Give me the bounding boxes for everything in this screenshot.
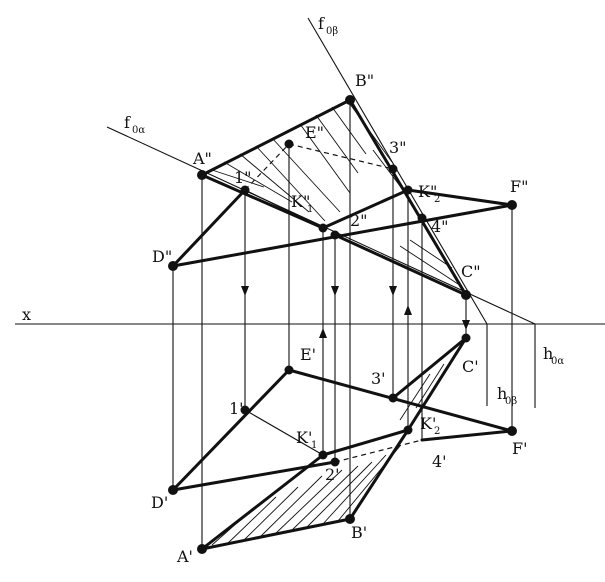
- label-2-2: 2": [350, 211, 368, 230]
- label-B2: B": [355, 71, 374, 90]
- triangle-def-horizontal: [171, 368, 514, 492]
- intersection-horizontal: [244, 409, 410, 457]
- triangle-abc-frontal: [200, 98, 468, 297]
- link-arrows: [241, 286, 470, 338]
- label-F1: F': [512, 439, 528, 458]
- label-A1: A': [176, 547, 193, 566]
- label-2-1: 2': [325, 465, 340, 484]
- label-1-2: 1": [234, 168, 252, 187]
- label-4-1: 4': [432, 452, 447, 471]
- label-h-beta: h: [497, 384, 507, 403]
- label-h-alpha-sub: 0α: [551, 356, 564, 367]
- label-A2: A": [192, 149, 212, 168]
- label-h-beta-sub: 0β: [505, 396, 517, 407]
- label-3-1: 3': [371, 369, 386, 388]
- labels: x f 0β f 0α h 0α h 0β B" E" A" 1" 3" K" …: [22, 14, 564, 566]
- label-K2-2-sub: 2: [434, 194, 440, 205]
- trace-f-beta: [307, 17, 488, 325]
- label-K2-2: K": [418, 182, 437, 201]
- label-f-beta-sub: 0β: [326, 26, 338, 37]
- label-D1: D': [151, 493, 168, 512]
- label-C1: C': [462, 357, 479, 376]
- label-K1-2-sub: 1: [307, 204, 313, 215]
- label-B1: B': [351, 523, 367, 542]
- triangle-abc-horizontal: [200, 336, 468, 551]
- label-4-2: 4": [431, 217, 449, 236]
- label-h-alpha: h: [543, 344, 553, 363]
- label-E2: E": [305, 123, 324, 142]
- label-C2: C": [461, 262, 481, 281]
- label-D2: D": [152, 247, 172, 266]
- label-x: x: [22, 305, 31, 324]
- label-K2-1-sub: 2: [434, 426, 440, 437]
- projection-lines: [172, 100, 513, 549]
- label-K1-2: K": [291, 192, 310, 211]
- points: [168, 95, 517, 554]
- intersection-frontal: [244, 188, 410, 230]
- label-K2-1: K': [420, 414, 436, 433]
- label-K1-1: K': [296, 428, 312, 447]
- label-f-alpha: f: [124, 113, 131, 132]
- label-3-2: 3": [389, 138, 407, 157]
- label-1-1: 1': [229, 399, 244, 418]
- label-F2: F": [510, 177, 528, 196]
- label-K1-1-sub: 1: [311, 440, 317, 451]
- label-f-beta: f: [318, 14, 325, 33]
- label-E1: E': [300, 345, 316, 364]
- label-f-alpha-sub: 0α: [132, 125, 145, 136]
- triangle-def-frontal: [171, 143, 514, 268]
